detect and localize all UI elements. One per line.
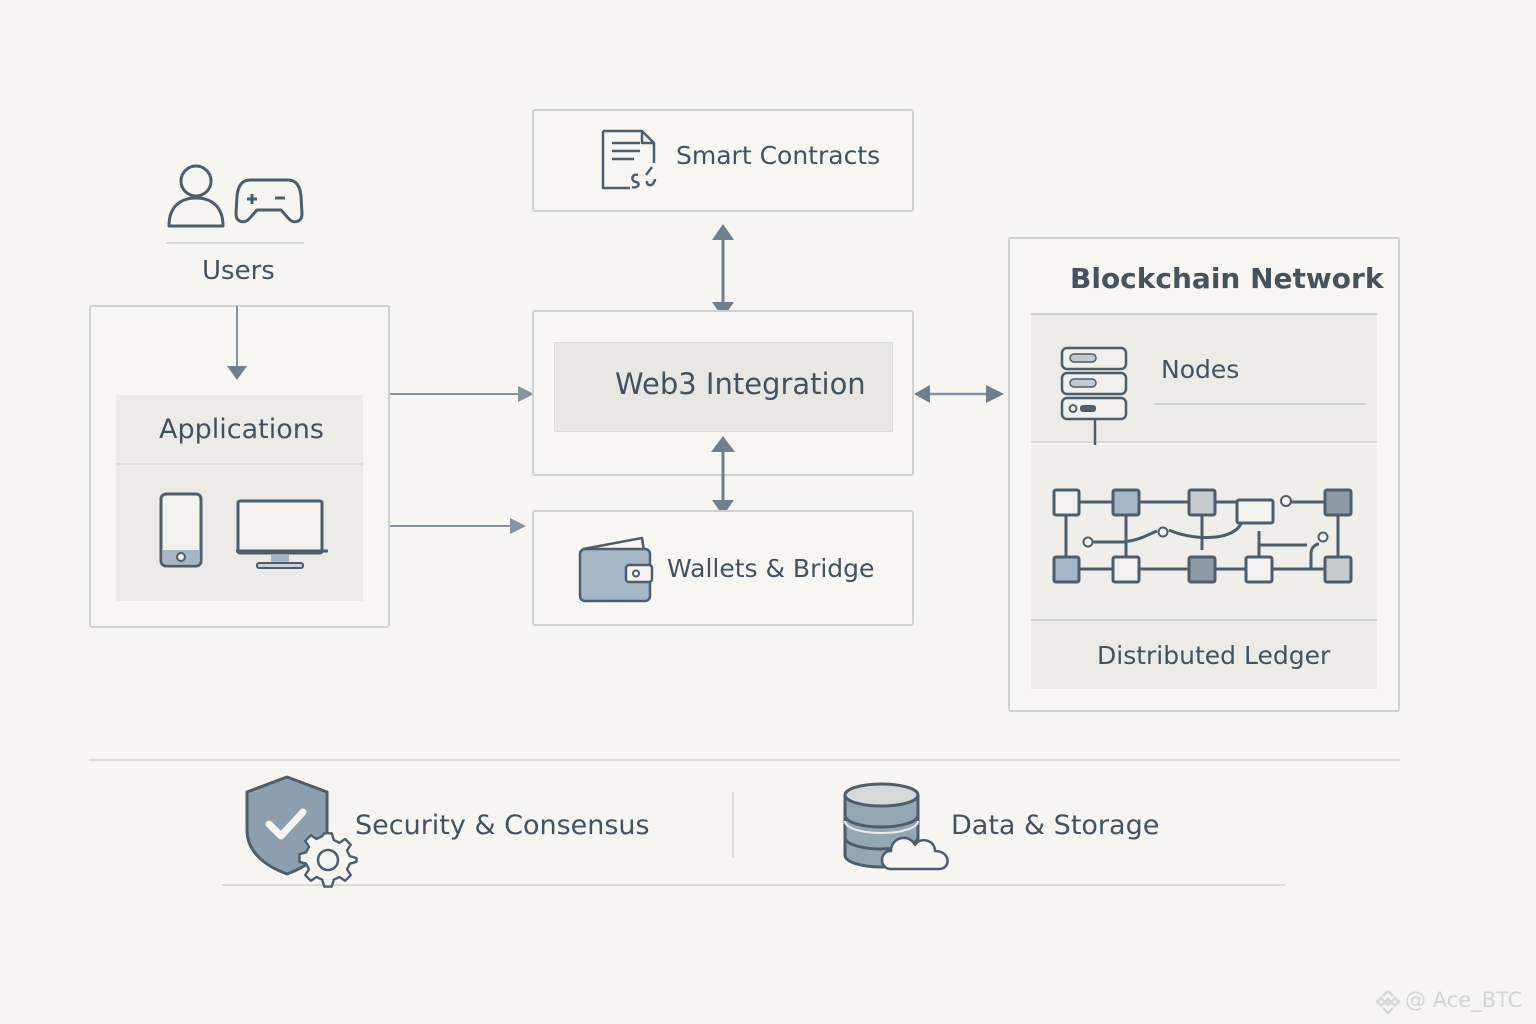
- user-icon: [167, 164, 225, 228]
- smart-contracts-label: Smart Contracts: [676, 141, 881, 170]
- applications-to-web3-arrow: [390, 386, 534, 402]
- contracts-web3-bidirectional-arrow: [712, 224, 734, 318]
- server-icon: [1060, 346, 1130, 449]
- footer-bottom-divider: [222, 884, 1285, 886]
- wallet-icon: [578, 536, 654, 603]
- web3-wallets-bidirectional-arrow: [711, 436, 735, 516]
- distributed-ledger-label: Distributed Ledger: [1097, 641, 1331, 670]
- block-network-icon: [1052, 488, 1353, 584]
- data-storage-label: Data & Storage: [951, 810, 1160, 841]
- watermark-text: @ Ace_BTC: [1405, 988, 1523, 1012]
- smartphone-icon: [159, 492, 203, 568]
- contract-document-icon: [601, 129, 657, 190]
- footer-center-divider: [732, 792, 734, 858]
- footer-top-divider: [89, 759, 1400, 761]
- blockchain-network-title: Blockchain Network: [1070, 262, 1384, 295]
- binance-logo-icon: [1375, 990, 1401, 1015]
- web3-integration-label: Web3 Integration: [615, 367, 866, 401]
- distributed-ledger-panel[interactable]: [1031, 619, 1377, 689]
- applications-header: [116, 395, 363, 463]
- database-cloud-icon: [843, 782, 949, 871]
- web3-blockchain-bidirectional-arrow: [914, 385, 1004, 403]
- ledger-graph-panel: [1031, 445, 1377, 619]
- users-divider: [166, 242, 304, 244]
- web3-integration-box[interactable]: [554, 342, 893, 432]
- applications-to-wallets-arrow: [390, 518, 526, 534]
- shield-gear-icon: [245, 775, 358, 888]
- gamepad-icon: [234, 178, 304, 224]
- security-consensus-label: Security & Consensus: [355, 810, 650, 841]
- wallets-bridge-label: Wallets & Bridge: [667, 554, 875, 583]
- users-label: Users: [202, 256, 275, 286]
- monitor-icon: [236, 499, 328, 569]
- nodes-label: Nodes: [1161, 355, 1240, 384]
- applications-label: Applications: [159, 414, 324, 445]
- nodes-divider: [1155, 403, 1365, 405]
- smart-contracts-box[interactable]: [532, 109, 914, 212]
- users-to-applications-arrow: [227, 306, 247, 380]
